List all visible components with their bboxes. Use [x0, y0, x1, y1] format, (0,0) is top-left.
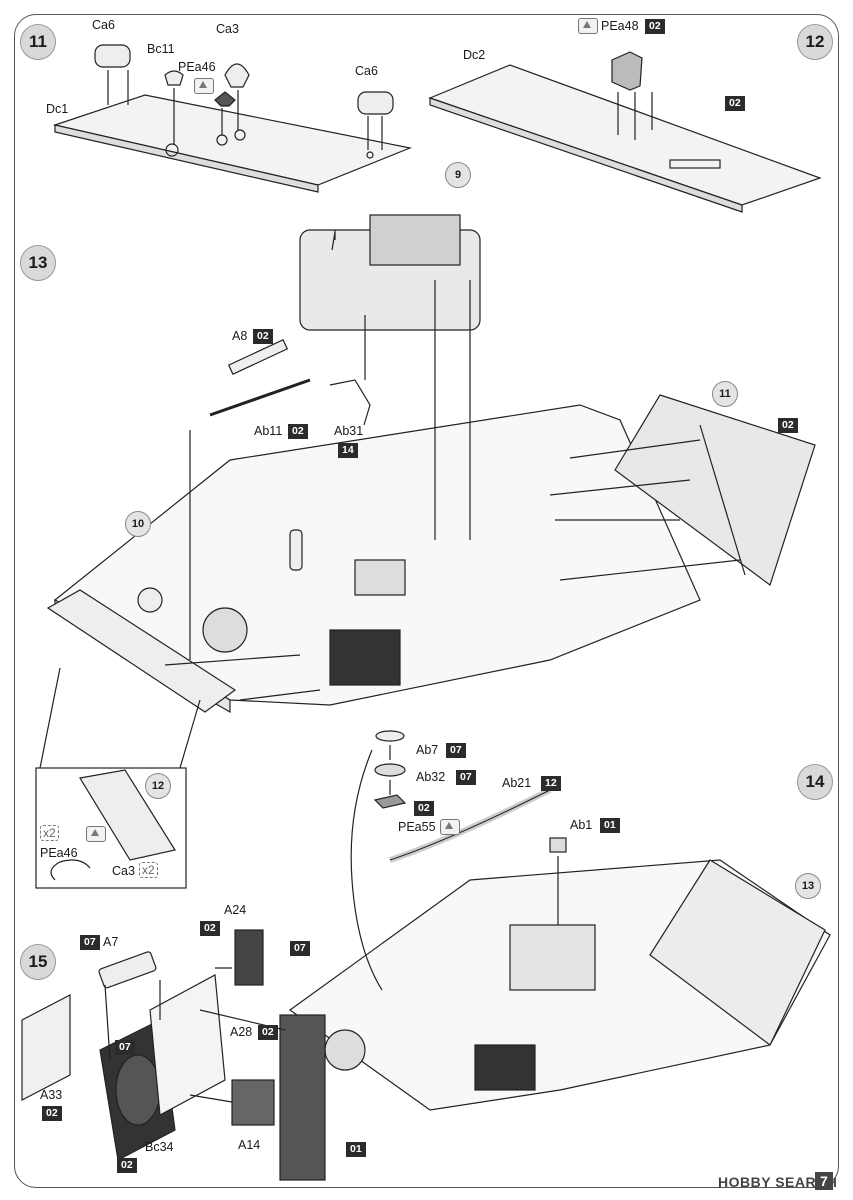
- part-a8: [227, 338, 289, 376]
- label-bc11: Bc11: [147, 42, 175, 56]
- color-box-02: 02: [645, 19, 665, 34]
- label-ca6-left: Ca6: [92, 18, 115, 32]
- flip-icon: [194, 78, 214, 94]
- color-box-07: 07: [80, 935, 100, 950]
- color-box-07: 07: [115, 1040, 135, 1055]
- label-a28: A28: [230, 1025, 253, 1039]
- wheel-hub: [202, 607, 248, 653]
- color-box-02: 02: [42, 1106, 62, 1121]
- battery-box-14: [474, 1044, 536, 1091]
- part-a14: [279, 1014, 326, 1181]
- label-pea46: PEa46: [178, 60, 216, 74]
- color-box-07: 07: [290, 941, 310, 956]
- color-box-02: 02: [414, 801, 434, 816]
- label-pea48: PEa48: [601, 19, 639, 33]
- label-pea46-detail: PEa46: [40, 846, 78, 860]
- label-a14: A14: [238, 1138, 261, 1152]
- color-box-02: 02: [117, 1158, 137, 1173]
- label-ab31: Ab31: [334, 424, 364, 438]
- part-ab32: [374, 763, 406, 777]
- color-box-02: 02: [778, 418, 798, 433]
- detail-callout: [35, 767, 187, 889]
- color-box-07: 07: [456, 770, 476, 785]
- page-number: 7: [815, 1172, 833, 1190]
- ref-step-10: 10: [125, 511, 151, 537]
- label-ca6-right: Ca6: [355, 64, 378, 78]
- ref-step-13: 13: [795, 873, 821, 899]
- multiplier-x2: x2: [40, 825, 59, 841]
- step-12-badge: 12: [797, 24, 833, 60]
- label-bc34: Bc34: [145, 1140, 174, 1154]
- label-ab1: Ab1: [570, 818, 593, 832]
- part-pea55: [373, 794, 407, 809]
- panel-13-mounted: [649, 859, 826, 1046]
- step-13-badge: 13: [20, 245, 56, 281]
- flip-icon: [86, 826, 106, 842]
- watermark: HOBBY SEARCH: [718, 1174, 838, 1190]
- extinguisher: [289, 529, 303, 571]
- part-ab1: [549, 837, 567, 853]
- part-a33: [21, 994, 71, 1101]
- label-dc2: Dc2: [463, 48, 486, 62]
- flip-icon: [578, 18, 598, 34]
- step-15-badge: 15: [20, 944, 56, 980]
- label-ab32: Ab32: [416, 770, 446, 784]
- label-a8: A8: [232, 329, 248, 343]
- color-box-12: 12: [541, 776, 561, 791]
- ref-step-11: 11: [712, 381, 738, 407]
- seat: [354, 559, 406, 596]
- color-box-02: 02: [258, 1025, 278, 1040]
- part-ca6-left: [94, 44, 131, 68]
- label-ca3: Ca3: [216, 22, 239, 36]
- label-pea55: PEa55: [398, 820, 436, 834]
- label-ab21: Ab21: [502, 776, 532, 790]
- battery-box: [329, 629, 401, 686]
- color-box-01: 01: [600, 818, 620, 833]
- color-box-14: 14: [338, 443, 358, 458]
- color-box-02: 02: [725, 96, 745, 111]
- label-ab11: Ab11: [254, 424, 283, 438]
- part-ca6-right: [357, 91, 394, 115]
- part-a24: [234, 929, 264, 986]
- color-box-02: 02: [200, 921, 220, 936]
- label-ab7: Ab7: [416, 743, 439, 757]
- part-pea46: [214, 91, 236, 107]
- label-a24: A24: [224, 903, 247, 917]
- plate-slot: [669, 159, 721, 169]
- step-11-badge: 11: [20, 24, 56, 60]
- part-ab7: [375, 730, 405, 742]
- part-ab31: [329, 379, 371, 426]
- color-box-02: 02: [288, 424, 308, 439]
- color-box-07: 07: [446, 743, 466, 758]
- label-a33: A33: [40, 1088, 63, 1102]
- part-pea48: [611, 51, 643, 91]
- part-a28: [231, 1079, 275, 1126]
- front-panel: [46, 589, 237, 713]
- engine-installed: [509, 924, 596, 991]
- flip-icon: [440, 819, 460, 835]
- step-14-badge: 14: [797, 764, 833, 800]
- ref-step-9: 9: [445, 162, 471, 188]
- panel-11: [614, 394, 816, 586]
- label-dc1: Dc1: [46, 102, 69, 116]
- panel-hull-side: [149, 974, 226, 1116]
- page-frame: [14, 14, 839, 1188]
- label-ca3-detail: Ca3: [112, 864, 135, 878]
- color-box-02: 02: [253, 329, 273, 344]
- ref-step-12: 12: [145, 773, 171, 799]
- part-a7: [98, 951, 157, 989]
- part-bc11: [164, 70, 184, 86]
- color-box-01: 01: [346, 1142, 366, 1157]
- multiplier-x2: x2: [139, 862, 158, 878]
- part-ca3: [224, 63, 250, 88]
- label-a7: A7: [103, 935, 119, 949]
- part-ab11: [209, 378, 311, 417]
